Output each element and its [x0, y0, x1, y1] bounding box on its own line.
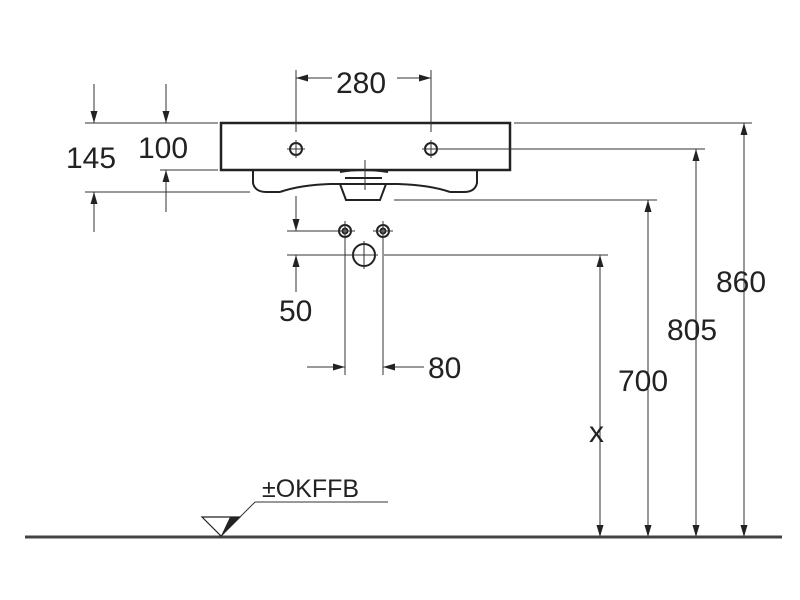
tap-hole-left: [287, 140, 305, 158]
dimension-tap-spacing-label: 280: [336, 67, 386, 100]
floor-reference-label: ±OKFFB: [262, 475, 359, 503]
dimension-variable-height: [596, 255, 604, 537]
dimension-rim-to-outlet: [90, 84, 98, 232]
dimension-outlet-level-label: 700: [618, 365, 668, 398]
dimension-tap-spacing: [295, 70, 432, 132]
dimension-outlet-level: [644, 200, 652, 537]
dimension-rim-thickness-label: 100: [138, 132, 188, 165]
waste-pipe: [350, 241, 378, 269]
dimension-pipe-spacing-label: 80: [428, 352, 461, 385]
dimension-rim-to-outlet-label: 145: [66, 142, 116, 175]
dimension-outlet-offset-label: 50: [279, 295, 312, 328]
dimension-right-extension-lines: [384, 122, 752, 256]
dimension-left-extension-lines: [85, 122, 250, 193]
floor-level-symbol: [200, 501, 388, 537]
supply-pipe-right: [373, 221, 393, 241]
supply-pipe-left: [335, 221, 355, 241]
dimension-pipe-spacing: [307, 240, 424, 375]
dimension-rim-level-label: 860: [716, 266, 766, 299]
washbasin-outline: [219, 121, 512, 201]
dimension-rim-thickness: [162, 84, 170, 212]
dimension-overflow-level: [692, 149, 700, 537]
tap-hole-right: [422, 140, 440, 158]
dimension-variable-height-label: x: [589, 416, 604, 449]
dimension-rim-level: [740, 123, 748, 537]
dimension-outlet-offset: [287, 196, 350, 292]
dimension-overflow-level-label: 805: [667, 314, 717, 347]
